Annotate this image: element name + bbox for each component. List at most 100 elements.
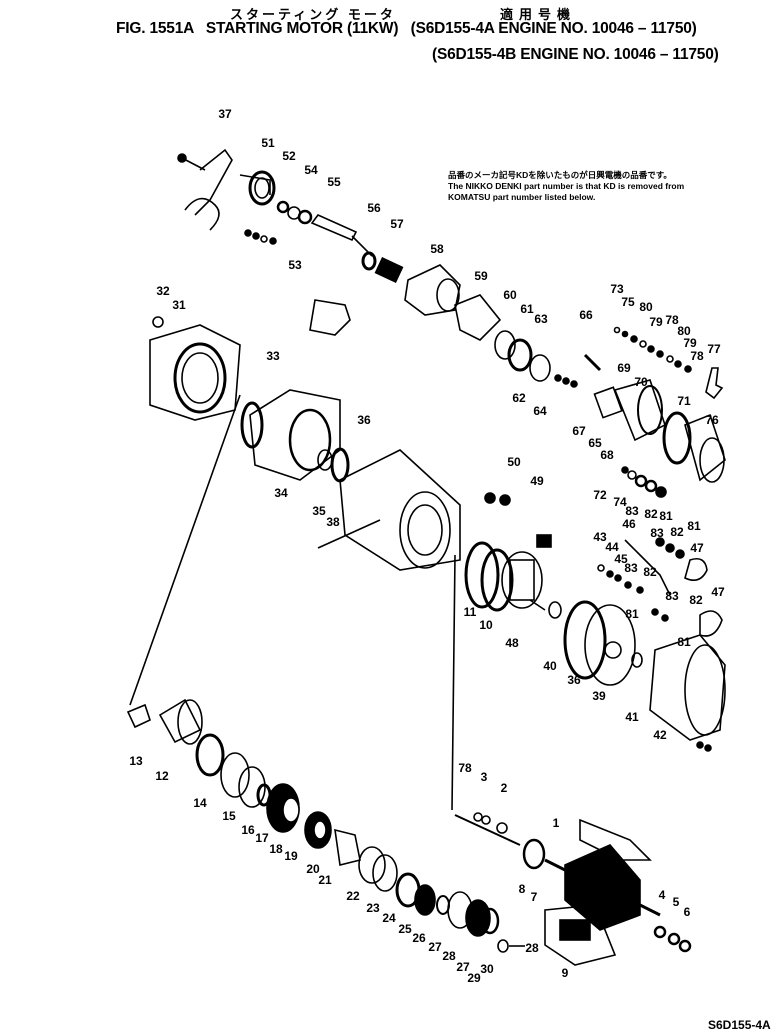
part-callout-76: 76 [705,413,719,427]
part-callout-32: 32 [156,284,170,298]
part-callout-78: 78 [690,349,704,363]
part-callout-54: 54 [304,163,318,177]
part-callout-8: 8 [518,882,526,896]
part-callout-26: 26 [412,931,426,945]
part-callout-35: 35 [312,504,326,518]
part-callout-47: 47 [690,541,704,555]
part-callout-42: 42 [653,728,667,742]
japanese-applicability-label: 適用号機 [500,7,577,22]
part-callout-21: 21 [318,873,332,887]
part-callout-81: 81 [687,519,701,533]
part-callout-6: 6 [683,905,691,919]
part-callout-22: 22 [346,889,360,903]
part-callout-80: 80 [639,300,653,314]
part-callout-71: 71 [677,394,691,408]
part-callout-82: 82 [670,525,684,539]
field-coil-icon [544,904,617,966]
part-callout-75: 75 [621,295,635,309]
part-callout-19: 19 [284,849,298,863]
nikko-denki-note: 品番のメーカ記号KDを除いたものが日興電機の品番です。 The NIKKO DE… [448,170,768,203]
part-callout-55: 55 [327,175,341,189]
part-callout-27: 27 [456,960,470,974]
part-callout-82: 82 [643,565,657,579]
part-callout-60: 60 [503,288,517,302]
part-callout-47: 47 [711,585,725,599]
part-callout-43: 43 [593,530,607,544]
part-callout-16: 16 [241,823,255,837]
part-callout-34: 34 [274,486,288,500]
part-callout-7: 7 [530,890,538,904]
armature-icon [454,812,692,953]
part-callout-74: 74 [613,495,627,509]
part-callout-1: 1 [552,816,560,830]
part-callout-56: 56 [367,201,381,215]
part-callout-65: 65 [588,436,602,450]
part-callout-83: 83 [625,504,639,518]
part-callout-70: 70 [634,375,648,389]
figure-title: STARTING MOTOR (11KW) [205,20,399,37]
applicability-line-2: (S6D155-4B ENGINE NO. 10046 – 11750) [432,46,719,63]
part-callout-61: 61 [520,302,534,316]
part-callout-82: 82 [689,593,703,607]
part-callout-83: 83 [624,561,638,575]
brush-holder-icon [501,551,546,611]
title-block: スターティング モータ 適用号機 FIG. 1551A STARTING MOT… [0,0,779,70]
solenoid-icon [593,379,726,483]
pinion-clutch-icon [126,698,203,745]
part-callout-25: 25 [398,922,412,936]
part-callout-45: 45 [614,552,628,566]
part-callout-77: 77 [707,342,721,356]
part-callout-11: 11 [463,605,477,619]
japanese-title: スターティング モータ [230,7,396,22]
shift-lever-icon [177,148,271,231]
note-english-line-1: The NIKKO DENKI part number is that KD i… [448,181,685,191]
part-callout-82: 82 [644,507,658,521]
front-housing-icon [149,316,241,421]
part-callout-62: 62 [512,391,526,405]
part-callout-33: 33 [266,349,280,363]
part-callout-81: 81 [625,607,639,621]
figure-number: FIG. 1551A [116,20,194,37]
part-callout-50: 50 [507,455,521,469]
part-callout-57: 57 [390,217,404,231]
part-callout-12: 12 [155,769,169,783]
part-callout-9: 9 [561,966,569,980]
model-code-footer: S6D155-4A [708,1018,771,1032]
part-callout-52: 52 [282,149,296,163]
part-callout-40: 40 [543,659,557,673]
part-callout-28: 28 [525,941,539,955]
part-callout-66: 66 [579,308,593,322]
part-callout-64: 64 [533,404,547,418]
part-callout-79: 79 [649,315,663,329]
part-callout-81: 81 [677,635,691,649]
end-cover-icon [649,634,726,741]
part-callout-37: 37 [218,107,232,121]
part-callout-18: 18 [269,842,283,856]
part-callout-39: 39 [592,689,606,703]
part-callout-14: 14 [193,796,207,810]
part-callout-38: 38 [326,515,340,529]
part-callout-31: 31 [172,298,186,312]
part-callout-5: 5 [672,895,680,909]
part-callout-15: 15 [222,809,236,823]
part-callout-30: 30 [480,962,494,976]
part-callout-46: 46 [622,517,636,531]
note-english-line-2: KOMATSU part number listed below. [448,192,596,202]
part-callout-67: 67 [572,424,586,438]
part-callout-73: 73 [610,282,624,296]
note-japanese: 品番のメーカ記号KDを除いたものが日興電機の品番です。 [448,170,672,180]
part-callout-58: 58 [430,242,444,256]
part-callout-53: 53 [288,258,302,272]
part-callout-28: 28 [442,949,456,963]
part-callout-49: 49 [530,474,544,488]
part-callout-41: 41 [625,710,639,724]
part-callout-72: 72 [593,488,607,502]
part-callout-13: 13 [129,754,143,768]
part-callout-78: 78 [458,761,472,775]
figure-title-line: FIG. 1551A STARTING MOTOR (11KW) (S6D155… [116,20,697,38]
part-callout-10: 10 [479,618,493,632]
part-callout-59: 59 [474,269,488,283]
part-callout-3: 3 [480,770,488,784]
part-callout-79: 79 [683,336,697,350]
